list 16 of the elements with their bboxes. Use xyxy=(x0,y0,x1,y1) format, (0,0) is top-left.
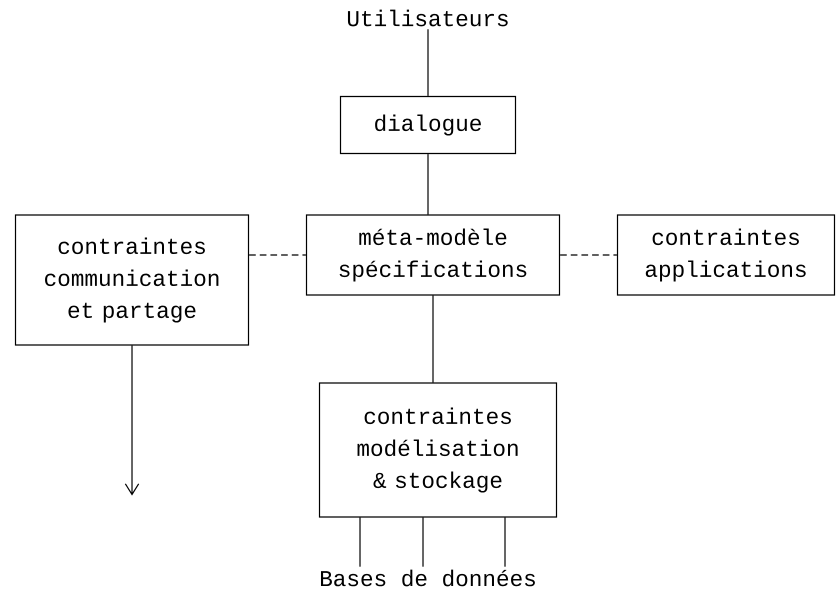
connector-line xyxy=(560,254,617,256)
connector-line xyxy=(427,154,429,214)
connector-line xyxy=(249,254,306,256)
arrow xyxy=(124,346,140,496)
process-box: contraintes modélisation & stockage xyxy=(318,382,558,518)
process-box: contraintes applications xyxy=(616,214,836,296)
process-box: méta-modèle spécifications xyxy=(306,214,560,296)
connector-line xyxy=(432,296,434,382)
connector-line xyxy=(359,518,361,567)
connector-line xyxy=(427,29,429,96)
process-box: dialogue xyxy=(340,96,516,154)
process-box: contraintes communication et partage xyxy=(14,214,250,346)
connector-line xyxy=(504,518,506,567)
connector-line xyxy=(422,518,424,567)
label-text: Utilisateurs xyxy=(348,10,508,26)
label-text: Bases de données xyxy=(320,570,535,586)
